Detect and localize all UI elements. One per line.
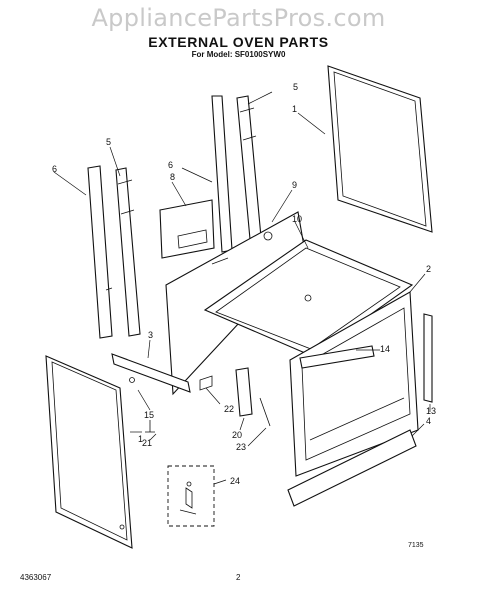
leader-9 <box>271 189 293 223</box>
figure-code: 7135 <box>408 542 424 549</box>
leader-24 <box>213 479 227 485</box>
callout-4-4: 4 <box>426 416 431 426</box>
callout-24-19: 24 <box>230 476 240 486</box>
hardware-kit[interactable] <box>167 465 215 527</box>
leader-3 <box>147 339 151 359</box>
callout-6-8: 6 <box>168 160 173 170</box>
top-panel[interactable] <box>203 239 414 357</box>
side-rail-left[interactable] <box>87 165 141 339</box>
leader-1-top <box>297 112 326 135</box>
leader-20 <box>239 417 245 431</box>
leader-10 <box>294 221 309 249</box>
callout-10-11: 10 <box>292 214 302 224</box>
callout-5-5: 5 <box>293 82 298 92</box>
callout-2-2: 2 <box>426 264 431 274</box>
leader-2 <box>409 273 426 293</box>
callout-13-12: 13 <box>426 406 436 416</box>
model-subtitle: For Model: SF0100SYW0 <box>191 50 286 59</box>
callout-1-1: 1 <box>138 434 143 444</box>
leader-5-right <box>247 91 273 105</box>
callout-20-15: 20 <box>232 430 242 440</box>
callout-15-14: 15 <box>144 410 154 420</box>
callout-5-6: 5 <box>106 137 111 147</box>
door-handle-strip[interactable] <box>299 345 375 369</box>
leader-5-left <box>109 146 121 177</box>
leveling-leg[interactable] <box>129 377 156 433</box>
callout-21-16: 21 <box>142 438 152 448</box>
side-rail-right[interactable] <box>211 95 263 253</box>
side-trim[interactable] <box>423 313 433 403</box>
leader-22 <box>205 387 221 405</box>
oven-door-gasket-bottom[interactable] <box>45 355 133 549</box>
toe-kick-panel[interactable] <box>287 429 417 507</box>
hinge-bracket[interactable] <box>199 367 271 427</box>
callout-8-9: 8 <box>170 172 175 182</box>
callout-23-18: 23 <box>236 442 246 452</box>
vent-duct[interactable] <box>159 199 215 259</box>
leader-6-left <box>53 171 87 196</box>
front-crossbar[interactable] <box>111 353 191 393</box>
callout-1-0: 1 <box>292 104 297 114</box>
page-number: 2 <box>236 573 241 582</box>
leader-15 <box>137 389 151 411</box>
callout-14-13: 14 <box>380 344 390 354</box>
diagram-title: EXTERNAL OVEN PARTS <box>148 34 329 50</box>
leader-6-right <box>181 167 213 183</box>
callout-9-10: 9 <box>292 180 297 190</box>
leader-8 <box>171 181 187 207</box>
document-number: 4363067 <box>20 573 52 582</box>
leader-21 <box>149 433 157 441</box>
leader-23 <box>247 427 267 447</box>
callout-22-17: 22 <box>224 404 234 414</box>
callout-6-7: 6 <box>52 164 57 174</box>
leader-4 <box>411 423 425 437</box>
oven-door-gasket-top[interactable] <box>327 65 433 233</box>
callout-3-3: 3 <box>148 330 153 340</box>
watermark: AppliancePartsPros.com <box>91 4 386 32</box>
